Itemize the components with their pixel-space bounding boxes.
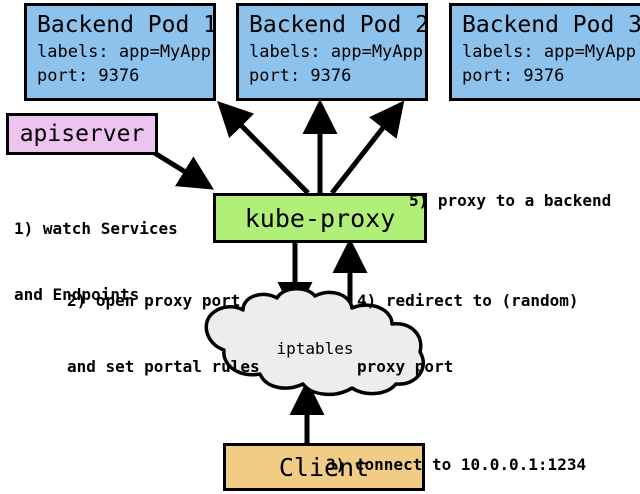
pod-port: port: 9376 bbox=[37, 66, 140, 86]
step-2-line-1: 2) open proxy port bbox=[67, 291, 241, 310]
pod-labels: labels: app=MyApp bbox=[37, 42, 211, 62]
step-4-line-1: 4) redirect to (random) bbox=[357, 291, 579, 310]
step-2-line-2: and set portal rules bbox=[67, 357, 260, 376]
step-2-label: 2) open proxy port and set portal rules bbox=[67, 246, 260, 422]
step-1-line-1: 1) watch Services bbox=[14, 219, 178, 238]
pod-port: port: 9376 bbox=[249, 66, 352, 86]
apiserver-label: apiserver bbox=[19, 121, 145, 147]
iptables-label: iptables bbox=[276, 339, 354, 358]
kube-proxy-label: kube-proxy bbox=[244, 203, 396, 233]
pod-labels: labels: app=MyApp bbox=[462, 42, 636, 62]
backend-pod-1[interactable]: Backend Pod 1 labels: app=MyApp port: 93… bbox=[24, 3, 218, 101]
step-1-label: 1) watch Services and Endpoints bbox=[14, 174, 178, 350]
pod-labels: labels: app=MyApp bbox=[249, 42, 423, 62]
arrow-kubeproxy-to-pod3 bbox=[330, 100, 405, 195]
kube-proxy-node[interactable]: kube-proxy bbox=[213, 193, 427, 243]
pod-title: Backend Pod 1 bbox=[37, 12, 218, 38]
backend-pod-3[interactable]: Backend Pod 3 labels: app=MyApp port: 93… bbox=[449, 3, 640, 101]
arrow-kubeproxy-to-pod1 bbox=[217, 101, 310, 195]
step-1-line-2: and Endpoints bbox=[14, 285, 140, 304]
step-4-line-2: proxy port bbox=[357, 357, 454, 376]
client-node[interactable]: Client bbox=[223, 443, 425, 491]
step-3-line-1: 3) connect to 10.0.0.1:1234 bbox=[326, 455, 587, 474]
backend-pod-2[interactable]: Backend Pod 2 labels: app=MyApp port: 93… bbox=[236, 3, 430, 101]
client-label: Client bbox=[278, 452, 370, 482]
step-5-line-1: 5) proxy to a backend bbox=[409, 191, 612, 210]
apiserver-node[interactable]: apiserver bbox=[6, 113, 158, 155]
arrow-apiserver-to-kubeproxy bbox=[151, 149, 214, 190]
pod-port: port: 9376 bbox=[462, 66, 565, 86]
pod-title: Backend Pod 3 bbox=[462, 12, 640, 38]
iptables-cloud-shape bbox=[204, 287, 426, 397]
step-5-label: 5) proxy to a backend bbox=[409, 146, 611, 256]
pod-title: Backend Pod 2 bbox=[249, 12, 430, 38]
step-4-label: 4) redirect to (random) proxy port bbox=[357, 246, 579, 422]
step-3-label: 3) connect to 10.0.0.1:1234 bbox=[326, 410, 586, 494]
